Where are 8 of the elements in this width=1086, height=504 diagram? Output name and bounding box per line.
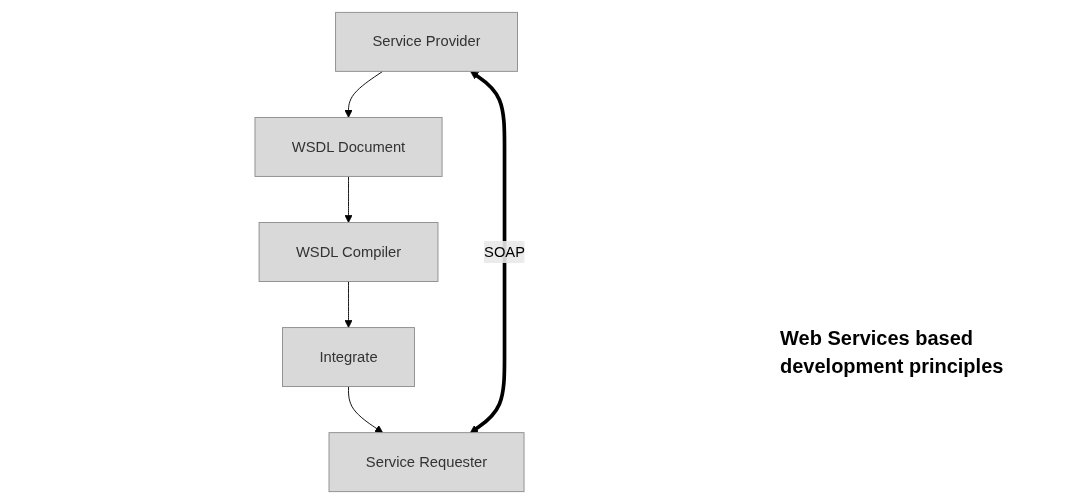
node-box: Service Provider	[335, 11, 518, 72]
node-box: Integrate	[282, 327, 415, 387]
caption: Web Services based development principles	[780, 326, 1005, 379]
node-box: WSDL Compiler	[258, 222, 439, 282]
edge-label: SOAP	[484, 243, 526, 260]
arrow	[469, 71, 507, 433]
node-box: WSDL Document	[254, 117, 443, 177]
node-box: Service Requester	[328, 432, 525, 493]
